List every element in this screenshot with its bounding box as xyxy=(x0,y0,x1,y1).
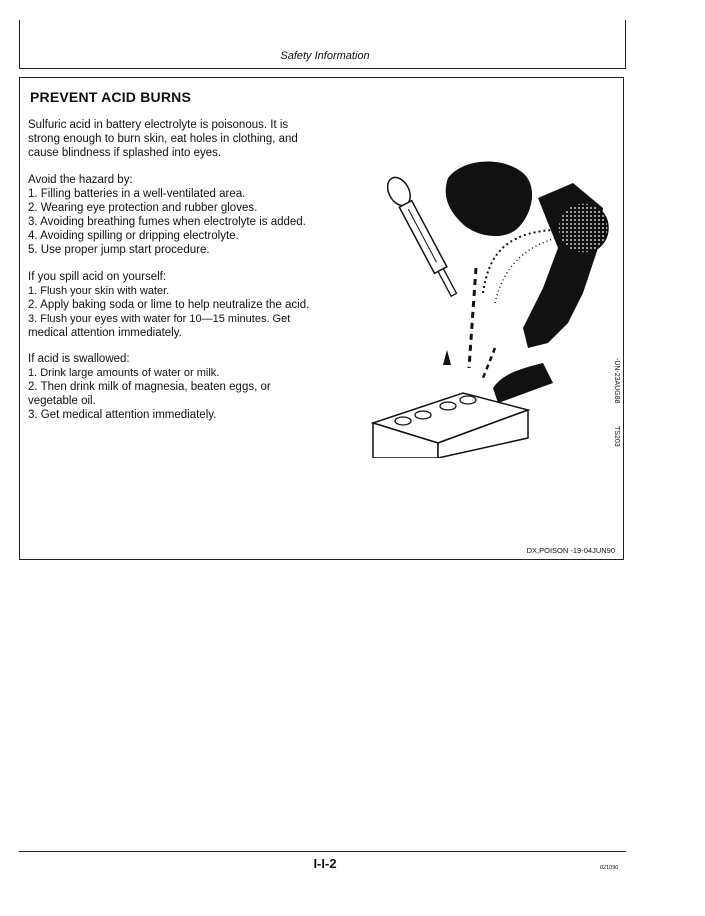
side-code: TS203 xyxy=(613,426,620,447)
avoid-item: 3. Avoiding breathing fumes when electro… xyxy=(28,216,306,228)
intro-line: cause blindness if splashed into eyes. xyxy=(28,147,222,159)
spill-item: medical attention immediately. xyxy=(28,327,182,339)
avoid-heading: Avoid the hazard by: xyxy=(28,174,133,186)
battery-acid-hazard-illustration-icon: ✖ xyxy=(370,161,609,458)
header-rule-left xyxy=(19,20,20,69)
swallow-item: 1. Drink large amounts of water or milk. xyxy=(28,367,220,379)
swallow-item: 3. Get medical attention immediately. xyxy=(28,409,217,421)
side-code: -UN-23AUG88 xyxy=(613,358,620,404)
header-divider xyxy=(19,68,626,69)
document-code: DX,POISON -19-04JUN90 xyxy=(526,546,615,555)
intro-line: strong enough to burn skin, eat holes in… xyxy=(28,133,298,145)
page-number: I-I-2 xyxy=(313,856,337,871)
spill-item: 1. Flush your skin with water. xyxy=(28,285,170,297)
avoid-item: 4. Avoiding spilling or dripping electro… xyxy=(28,230,239,242)
spill-heading: If you spill acid on yourself: xyxy=(28,271,167,283)
avoid-item: 5. Use proper jump start procedure. xyxy=(28,244,210,256)
safety-section-box: PREVENT ACID BURNS Sulfuric acid in batt… xyxy=(19,77,624,560)
spill-item: 2. Apply baking soda or lime to help neu… xyxy=(28,299,310,311)
swallow-item: 2. Then drink milk of magnesia, beaten e… xyxy=(28,381,271,393)
swallow-item: vegetable oil. xyxy=(28,395,96,407)
header-title: Safety Information xyxy=(280,50,370,62)
avoid-item: 2. Wearing eye protection and rubber glo… xyxy=(28,202,258,214)
svg-text:✖: ✖ xyxy=(482,248,491,261)
spill-item: 3. Flush your eyes with water for 10—15 … xyxy=(28,313,291,325)
section-title: PREVENT ACID BURNS xyxy=(30,89,191,105)
page-code: 021090 xyxy=(600,865,619,871)
avoid-item: 1. Filling batteries in a well-ventilate… xyxy=(28,188,246,200)
footer-divider xyxy=(19,851,626,852)
intro-line: Sulfuric acid in battery electrolyte is … xyxy=(28,119,289,131)
header-rule-right xyxy=(625,20,626,69)
swallow-heading: If acid is swallowed: xyxy=(28,353,130,365)
